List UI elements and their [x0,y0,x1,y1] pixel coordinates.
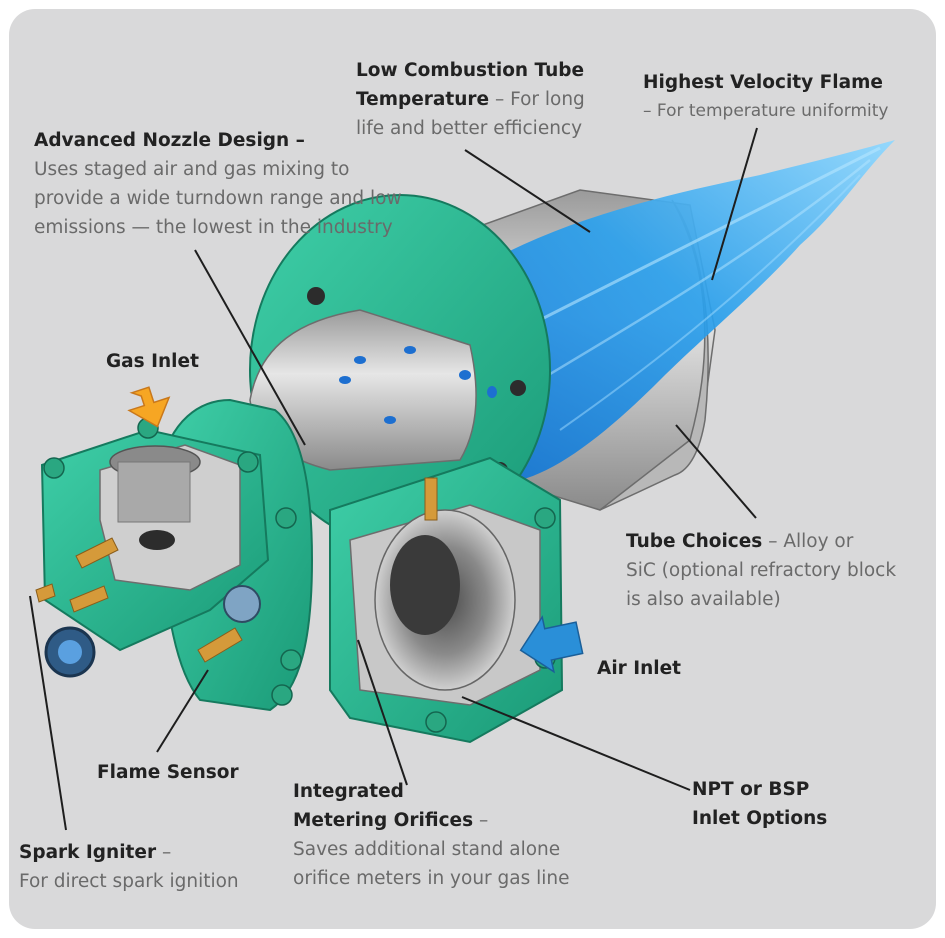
callout-metering: Integrated Metering Orifices – Saves add… [293,777,570,893]
leader-line [156,669,209,753]
callout-metering-desc: – [473,810,489,831]
gas-inlet-arrow-icon [127,386,171,428]
callout-highest-velocity-title: Highest Velocity Flame [643,72,883,93]
callout-spark-desc: For direct spark ignition [19,871,239,892]
callout-gas-inlet: Gas Inlet [106,347,199,376]
callout-metering-desc: Saves additional stand alone [293,839,561,860]
flange-bolt-hole [307,287,325,305]
callout-tube-choices-desc: – Alloy or [762,531,854,552]
callout-tube-choices-title: Tube Choices [626,531,763,552]
callout-tube-choices-desc: SiC (optional refractory block [626,560,897,581]
callout-air-inlet: Air Inlet [597,654,681,683]
callout-flame-sensor: Flame Sensor [97,758,239,787]
bolt [280,649,302,671]
brass-fitting [197,627,243,663]
brass-fitting [424,477,438,521]
callout-low-combustion-desc: – For long [489,89,585,110]
nozzle-port [339,376,351,384]
bolt [425,711,447,733]
callout-nozzle-desc: provide a wide turndown range and low [34,188,402,209]
callout-metering-desc: orifice meters in your gas line [293,868,570,889]
bolt [275,507,297,529]
callout-tube-choices: Tube Choices – Alloy or SiC (optional re… [626,527,896,614]
nozzle-port [354,356,366,364]
callout-nozzle-desc: Uses staged air and gas mixing to [34,159,350,180]
gas-inlet-threads [117,461,191,523]
bolt [271,684,293,706]
callout-nozzle-title: Advanced Nozzle Design – [34,130,305,151]
callout-metering-title: Metering Orifices [293,810,474,831]
nozzle-port [459,370,471,380]
callout-highest-velocity-desc: – For temperature uniformity [643,101,889,121]
spark-igniter-lens [58,640,82,664]
bolt [43,457,65,479]
leader-line [675,424,757,519]
callout-nozzle-desc: emissions — the lowest in the industry [34,217,393,238]
callout-spark-title: Spark Igniter [19,842,157,863]
flame-streak [539,159,871,382]
callout-npt-title: NPT or BSP [692,779,810,800]
bolt [534,507,556,529]
brass-fitting [75,537,119,569]
flame-streak [519,146,881,332]
callout-highest-velocity: Highest Velocity Flame – For temperature… [643,68,889,126]
nozzle-port [404,346,416,354]
bolt [237,451,259,473]
gas-orifice [139,530,175,550]
leader-line [464,149,591,233]
nozzle-port [487,386,497,398]
leader-line [194,249,306,446]
brass-fitting [35,583,56,603]
leader-line [711,127,758,281]
air-inlet-throat [390,535,460,635]
flame-streak [559,174,861,431]
callout-flame-sensor-title: Flame Sensor [97,762,239,783]
callout-low-combustion: Low Combustion Tube Temperature – For lo… [356,56,585,143]
nozzle-port [384,416,396,424]
callout-low-combustion-title: Low Combustion Tube [356,60,585,81]
callout-spark: Spark Igniter – For direct spark ignitio… [19,838,239,896]
callout-gas-inlet-title: Gas Inlet [106,351,199,372]
flange-bolt-hole [510,380,526,396]
callout-spark-desc: – [156,842,172,863]
leader-line [29,595,67,831]
callout-npt: NPT or BSP Inlet Options [692,775,827,833]
flame-sensor-connector [223,585,261,623]
callout-air-inlet-title: Air Inlet [597,658,682,679]
leader-line [461,696,691,791]
callout-nozzle: Advanced Nozzle Design – Uses staged air… [34,126,402,242]
callout-low-combustion-title: Temperature [356,89,490,110]
brass-fitting [69,585,109,613]
callout-metering-title: Integrated [293,781,404,802]
callout-npt-title: Inlet Options [692,808,828,829]
callout-low-combustion-desc: life and better efficiency [356,118,583,139]
air-inlet-arrow-icon [519,615,584,674]
leader-line [357,639,408,786]
callout-tube-choices-desc: is also available) [626,589,781,610]
